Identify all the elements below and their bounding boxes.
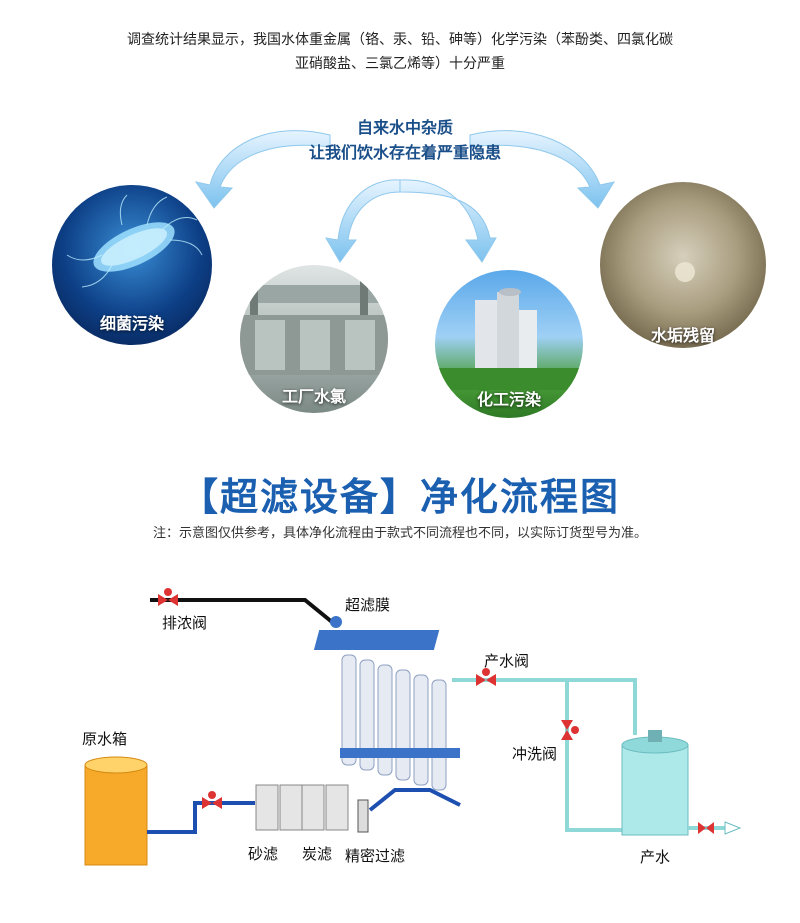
feed-valve-icon (202, 791, 222, 809)
impurity-caption: 自来水中杂质 让我们饮水存在着严重隐患 (270, 115, 540, 165)
product-pipe (452, 678, 637, 735)
arrow-right (469, 130, 616, 209)
intro-line-1: 调查统计结果显示，我国水体重金属（铬、汞、铅、砷等）化学污染（苯酚类、四氯化碳 (127, 32, 673, 48)
process-diagram (84, 588, 742, 866)
impurity-arrows (194, 130, 616, 263)
raw-tank-icon (84, 756, 148, 866)
uf-membrane-icon (313, 616, 460, 791)
intro-line-2: 亚硝酸盐、三氯乙烯等）十分严重 (295, 56, 505, 72)
product-valve-icon (476, 668, 496, 686)
feed-pipe (147, 801, 255, 834)
sand-filter-label: 砂滤 (248, 845, 279, 863)
arrow-inner-right (399, 179, 497, 263)
outlet-arrow-icon (724, 821, 742, 835)
product-tank-icon (621, 730, 689, 836)
outlet-valve-icon (698, 822, 714, 834)
precision-filter-label: 精密过滤 (345, 847, 406, 865)
filter-to-uf-pipe (368, 788, 461, 812)
factory-icon (240, 275, 388, 375)
bacteria-circle: 细菌污染 (52, 185, 212, 345)
chemical-label: 化工污染 (476, 390, 541, 409)
sand-filter-icon (255, 784, 303, 831)
page-title: 【超滤设备】净化流程图 (179, 475, 620, 519)
carbon-filter-icon (301, 784, 349, 831)
factory-circle: 工厂水氯 (240, 265, 388, 413)
note-text: 注：示意图仅供参考，具体净化流程由于款式不同流程也不同，以实际订货型号为准。 (152, 526, 647, 541)
silo-icon (435, 288, 583, 390)
product-water-label: 产水 (640, 848, 671, 866)
flush-pipe (565, 680, 630, 832)
scale-circle: 水垢残留 (600, 182, 766, 348)
precision-filter-icon (357, 799, 369, 833)
arrow-inner-left (325, 179, 401, 263)
chemical-circle: 化工污染 (435, 270, 583, 418)
impurity-caption-line-1: 自来水中杂质 (356, 118, 453, 137)
carbon-filter-label: 炭滤 (302, 845, 333, 863)
factory-label: 工厂水氯 (281, 387, 346, 406)
drain-valve-icon (158, 588, 178, 606)
scale-label: 水垢残留 (650, 326, 715, 345)
scale-icon (675, 262, 695, 282)
flush-valve-label: 冲洗阀 (512, 745, 558, 763)
flush-valve-icon (561, 720, 579, 740)
drain-pipe (150, 598, 334, 624)
impurity-caption-line-2: 让我们饮水存在着严重隐患 (308, 143, 501, 162)
arrow-left (194, 130, 331, 209)
bacteria-label: 细菌污染 (99, 314, 164, 333)
raw-tank-label: 原水箱 (82, 730, 128, 748)
product-valve-label: 产水阀 (484, 652, 530, 670)
drain-valve-label: 排浓阀 (162, 614, 208, 632)
intro-text: 调查统计结果显示，我国水体重金属（铬、汞、铅、砷等）化学污染（苯酚类、四氯化碳 … (0, 28, 800, 76)
bacteria-icon (66, 194, 203, 288)
uf-membrane-label: 超滤膜 (345, 596, 391, 614)
